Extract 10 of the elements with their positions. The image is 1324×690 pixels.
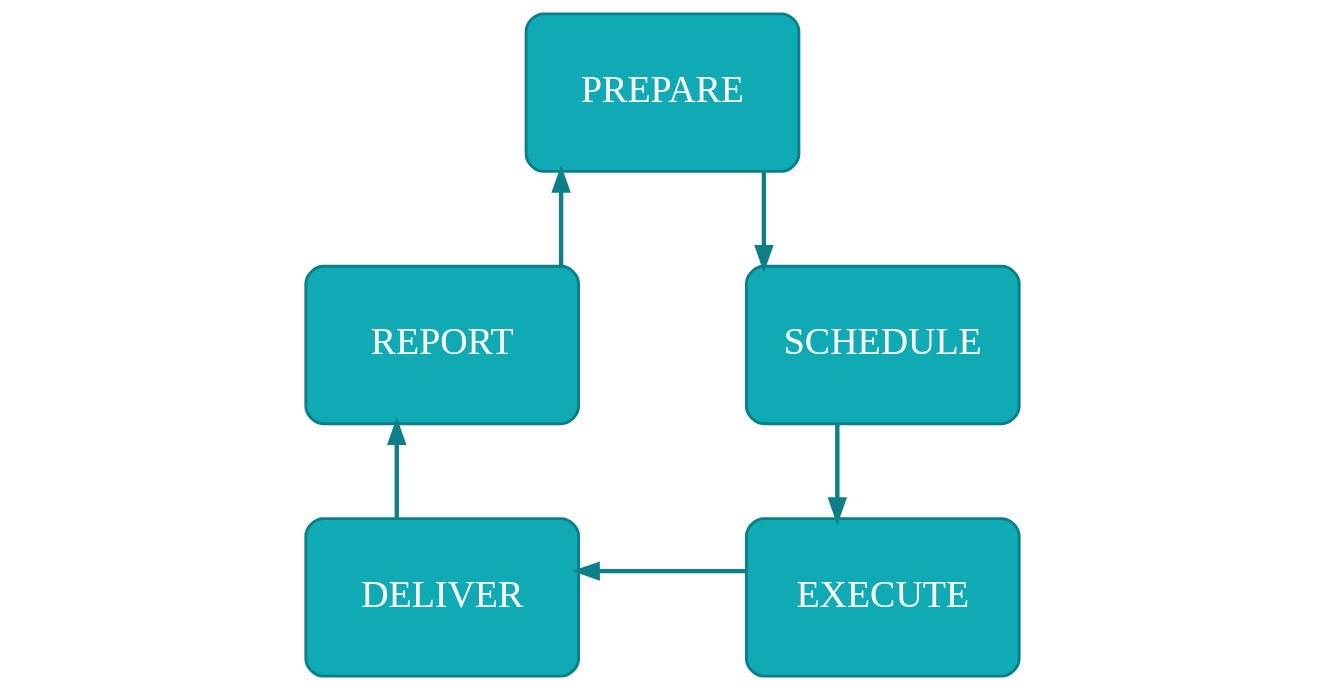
arrow (827, 424, 847, 526)
arrow (550, 164, 571, 266)
arrow (753, 171, 774, 273)
node-box: PREPARE (524, 12, 800, 173)
node-box: SCHEDULE (744, 264, 1021, 426)
arrow (386, 417, 406, 519)
node-box: EXECUTE (744, 517, 1021, 678)
node-box: DELIVER (303, 517, 580, 678)
node-box: REPORT (303, 264, 580, 426)
arrow (571, 561, 746, 581)
